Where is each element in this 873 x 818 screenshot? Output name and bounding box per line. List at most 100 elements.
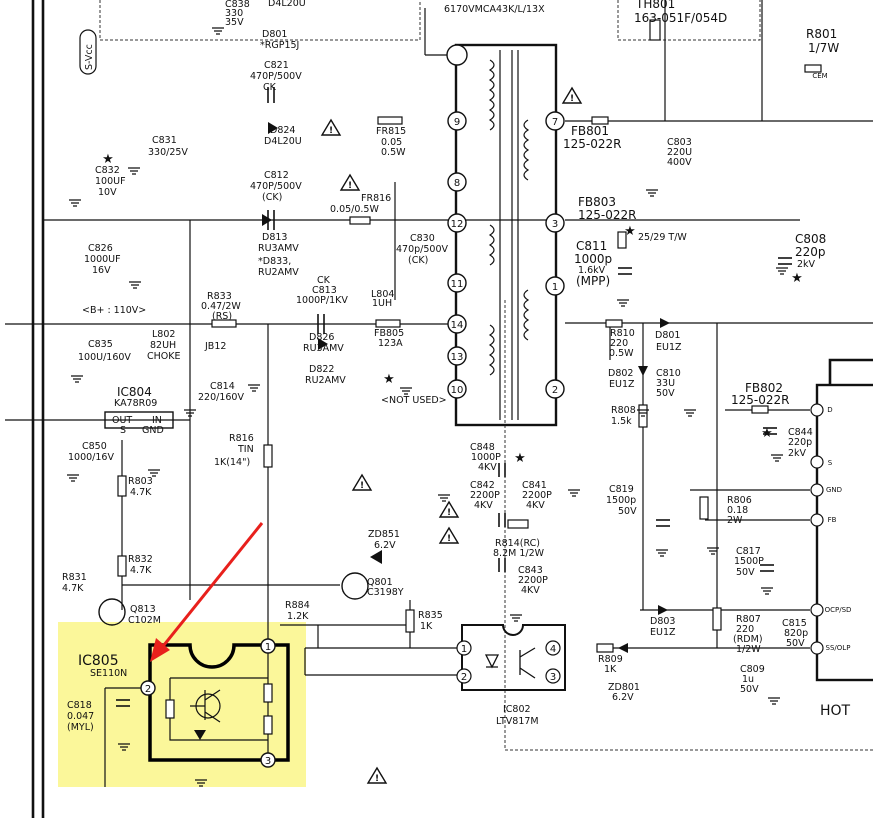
c821-type: CK — [263, 82, 277, 93]
ic804-body — [104, 411, 174, 429]
warning-icon: ! — [561, 86, 583, 104]
c848-v2: 4KV — [478, 462, 497, 473]
ic802-led — [484, 647, 536, 679]
callout-arrow — [158, 522, 264, 651]
c838-v1: 330 — [225, 8, 243, 19]
c811-v1: 1000p — [574, 252, 612, 266]
transformer-label: 6170VMCA43K/L/13X — [444, 4, 545, 15]
ic805-transistor — [195, 693, 221, 719]
r809-value: 1K — [604, 664, 617, 675]
coil-aux — [488, 224, 495, 266]
c811-note: 25/29 T/W — [638, 232, 687, 243]
star-icon: ★ — [383, 372, 395, 387]
d826-part: RU3AMV — [303, 343, 344, 354]
c814-name: C814 — [210, 381, 235, 392]
r833-type: (RS) — [212, 311, 232, 322]
d803-part: EU1Z — [650, 627, 676, 638]
warning-icon: ! — [320, 118, 342, 136]
fr815-v2: 0.5W — [381, 147, 406, 158]
c817-v2: 50V — [736, 567, 755, 578]
star-icon: ★ — [791, 271, 803, 286]
transformer-pins — [446, 44, 565, 399]
svg-text:!: ! — [329, 126, 333, 136]
zd801-value: 6.2V — [612, 692, 634, 703]
c818-name: C818 — [67, 700, 92, 711]
c832-name: C832 — [95, 165, 120, 176]
transformer-pin-label: 10 — [451, 385, 464, 396]
c844-v1: 220p — [788, 437, 812, 448]
r832-value: 4.7K — [130, 565, 152, 576]
fb805-value: 123A — [378, 338, 403, 349]
d4l20u-top: D4L20U — [268, 0, 306, 9]
ic805-resistor-a — [165, 699, 175, 719]
ic804-in: IN — [152, 415, 162, 426]
coil-secondary — [523, 119, 530, 181]
c813-value: 1000P/1KV — [296, 295, 348, 306]
svcc-tag — [79, 29, 97, 75]
r816-name: R816 — [229, 433, 254, 444]
d813-diode — [262, 214, 272, 226]
c809-v2: 50V — [740, 684, 759, 695]
d802-diode — [638, 366, 648, 376]
ic802-pin-2 — [456, 668, 472, 684]
r816-v1: TIN — [237, 444, 254, 455]
c815-name: C815 — [782, 618, 807, 629]
r807-v3: 1/2W — [736, 644, 761, 655]
c850-value: 1000/16V — [68, 452, 114, 463]
ic805-pin-label: 2 — [145, 684, 151, 695]
c821-name: C821 — [264, 60, 289, 71]
hot-label: HOT — [820, 703, 851, 719]
r806-v2: 2W — [727, 515, 743, 526]
hot-ic-pin-label: D — [827, 406, 832, 414]
ic804-out: OUT — [112, 415, 132, 426]
c811-v2: 1.6kV — [578, 265, 606, 276]
dashed-box-top — [99, 0, 421, 41]
r808-name: R808 — [611, 405, 636, 416]
transformer-pin-label: 11 — [451, 279, 464, 290]
ic804-s: S — [120, 425, 126, 436]
ic802-pin-label: 1 — [461, 644, 467, 655]
fr815-name: FR815 — [376, 126, 406, 137]
r807-v2: (RDM) — [733, 634, 763, 645]
c803-name: C803 — [667, 137, 692, 148]
d824-part: D4L20U — [264, 136, 302, 147]
d801-part: *RGP15J — [260, 40, 299, 51]
r831-value: 4.7K — [62, 583, 84, 594]
c815-v1: 820p — [784, 628, 808, 639]
c838-v2: 35V — [225, 17, 244, 28]
ic802-name: IC802 — [503, 704, 531, 715]
c848-name: C848 — [470, 442, 495, 453]
r810-name: R810 — [610, 328, 635, 339]
ic802-part: LTV817M — [496, 716, 539, 727]
transformer-core — [454, 43, 558, 427]
hot-ic-pins — [810, 403, 824, 655]
svg-text:!: ! — [447, 508, 451, 518]
fr816-name: FR816 — [361, 193, 391, 204]
r810-v2: 0.5W — [609, 348, 634, 359]
c810-name: C810 — [656, 368, 681, 379]
d826-name: D826 — [309, 332, 334, 343]
hot-ic-top-mark — [828, 358, 873, 385]
c843-v1: 2200P — [518, 575, 548, 586]
fb801-name: FB801 — [571, 124, 609, 138]
optocoupler-ic802 — [461, 624, 566, 691]
callout-arrowhead — [150, 638, 170, 662]
d803-diode — [658, 605, 668, 615]
svg-text:!: ! — [348, 181, 352, 191]
c843-name: C843 — [518, 565, 543, 576]
warning-icon: ! — [366, 766, 388, 784]
zd851-name: ZD851 — [368, 529, 400, 540]
d801b-name: D801 — [655, 330, 680, 341]
d801-name: D801 — [262, 29, 287, 40]
dashed-box-right — [617, 0, 761, 41]
c810-v1: 33U — [656, 378, 675, 389]
c826-v2: 16V — [92, 265, 111, 276]
c815-v2: 50V — [786, 638, 805, 649]
transformer-pin-label: 12 — [451, 219, 464, 230]
r806-name: R806 — [727, 495, 752, 506]
c835-name: C835 — [88, 339, 113, 350]
c814-value: 220/160V — [198, 392, 244, 403]
d801b-diode — [660, 318, 670, 328]
ic805-pin-2 — [140, 680, 156, 696]
c848-v1: 1000P — [471, 452, 501, 463]
